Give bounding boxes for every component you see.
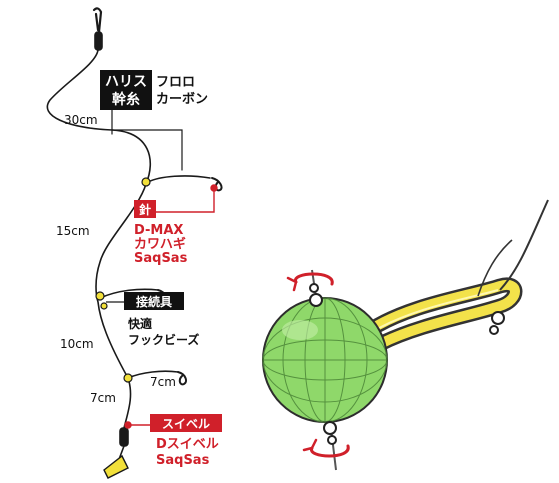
sinker-ball bbox=[262, 297, 388, 423]
rotate-arrow-icon bbox=[286, 272, 334, 292]
label-30cm: 30cm bbox=[64, 113, 98, 127]
beads bbox=[95, 177, 151, 383]
rotate-arrow-icon-bottom bbox=[302, 438, 350, 458]
ball-knot-top bbox=[309, 283, 323, 307]
connector-name-2: フックビーズ bbox=[128, 332, 199, 347]
label-7cm-right: 7cm bbox=[150, 375, 176, 389]
hook-3 bbox=[177, 371, 187, 386]
connector-tag: 接続具 bbox=[136, 294, 172, 309]
bottom-swivel bbox=[119, 427, 129, 447]
hook-name-2: カワハギ bbox=[134, 236, 186, 252]
bead-4 bbox=[123, 373, 133, 383]
bead-1 bbox=[141, 177, 151, 187]
sinker-illustration bbox=[262, 199, 549, 471]
top-snap bbox=[92, 7, 103, 34]
snap-line bbox=[499, 199, 549, 291]
bead-3 bbox=[100, 302, 108, 310]
snap bbox=[362, 277, 523, 352]
snap-line-inner bbox=[477, 239, 513, 297]
pointers bbox=[124, 184, 218, 429]
branch-1 bbox=[147, 175, 211, 183]
harisu-box bbox=[100, 70, 152, 110]
label-fluoro-1: フロロ bbox=[156, 75, 195, 90]
label-fluoro-2: カーボン bbox=[156, 91, 208, 107]
swivel-tag: スイベル bbox=[162, 417, 210, 431]
swivel-name-2: SaqSas bbox=[156, 453, 210, 468]
main-line-top bbox=[46, 49, 152, 185]
hook-tag: 針 bbox=[139, 202, 151, 217]
bottom-sinker-tip bbox=[103, 454, 129, 479]
ball-knot-bottom bbox=[323, 421, 337, 445]
snap-knot bbox=[489, 311, 505, 335]
hook-pointer bbox=[150, 190, 215, 213]
label-7cm-left: 7cm bbox=[90, 391, 116, 405]
connector-name-1: 快適 bbox=[128, 316, 152, 331]
label-10cm: 10cm bbox=[60, 337, 94, 351]
connector-tag-box bbox=[124, 292, 184, 310]
swivel-pointer-dot bbox=[124, 421, 132, 429]
hook-tag-box bbox=[134, 200, 156, 218]
hook-name-1: D-MAX bbox=[134, 223, 183, 238]
branch-2 bbox=[99, 288, 159, 299]
hook-name-3: SaqSas bbox=[134, 251, 188, 266]
swivel-tag-box bbox=[150, 414, 222, 432]
bead-2 bbox=[95, 291, 105, 301]
swivel-name-1: Dスイベル bbox=[156, 437, 219, 452]
main-line bbox=[95, 183, 147, 429]
label-harisu: ハリス bbox=[105, 74, 147, 90]
dimension-30cm bbox=[111, 129, 183, 171]
label-15cm: 15cm bbox=[56, 224, 90, 238]
label-mikiito: 幹糸 bbox=[112, 91, 140, 108]
top-swivel bbox=[94, 31, 103, 51]
hook-pointer-dot bbox=[210, 184, 218, 192]
